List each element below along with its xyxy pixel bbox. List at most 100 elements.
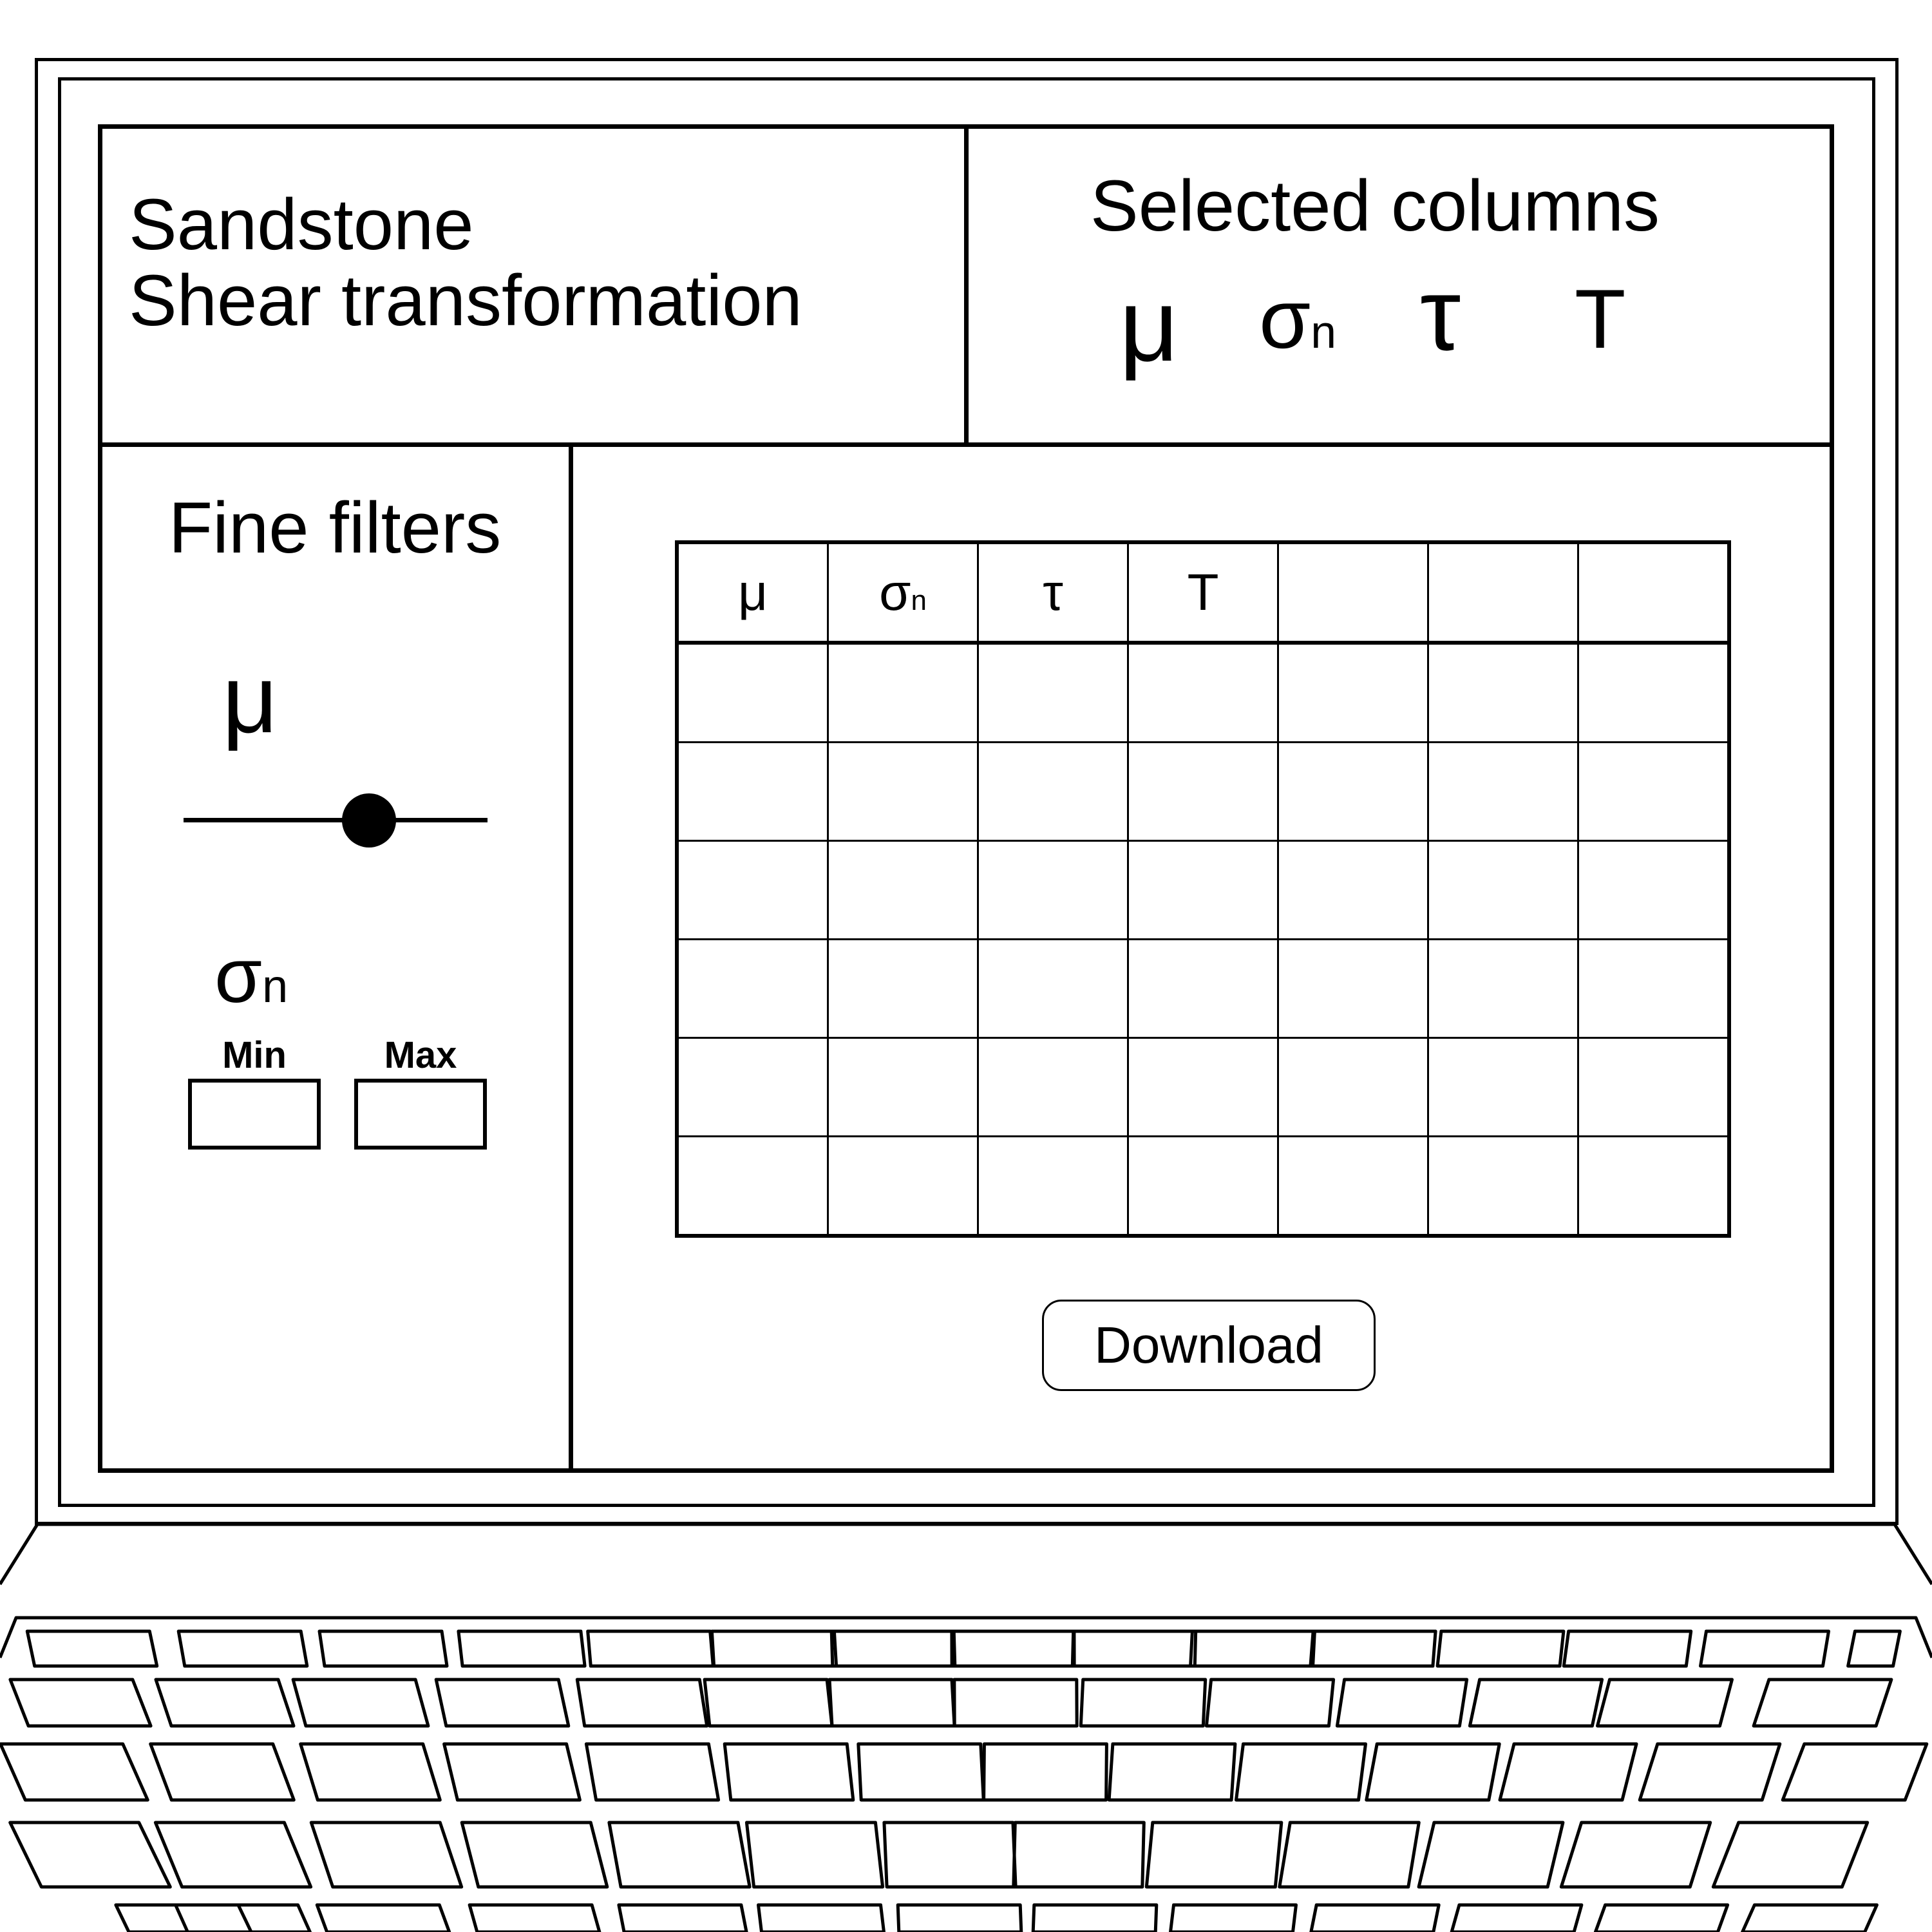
table-cell[interactable]	[676, 938, 829, 1039]
table-cell[interactable]	[1577, 1135, 1730, 1237]
table-cell[interactable]	[676, 1135, 829, 1237]
table-cell[interactable]	[1427, 1037, 1579, 1137]
selected-column-T[interactable]: T	[1575, 272, 1626, 366]
table-cell[interactable]	[1127, 741, 1279, 842]
sigma-min-label: Min	[222, 1034, 287, 1076]
selected-columns-title: Selected columns	[1090, 166, 1660, 246]
keyboard-key	[299, 1742, 442, 1802]
keyboard-key	[442, 1742, 582, 1802]
table-cell[interactable]	[977, 641, 1129, 743]
keyboard-key	[1468, 1678, 1604, 1728]
keyboard-key	[114, 1903, 253, 1932]
table-cell[interactable]	[1127, 1135, 1279, 1237]
mu-slider-thumb[interactable]	[341, 793, 396, 848]
table-cell[interactable]	[676, 641, 829, 743]
keyboard-key	[149, 1742, 296, 1802]
column-header-mu[interactable]: μ	[676, 541, 829, 645]
keyboard-key	[1711, 1821, 1870, 1889]
mu-filter-label: μ	[222, 645, 278, 753]
table-cell[interactable]	[977, 1037, 1129, 1137]
keyboard-key	[0, 1742, 149, 1802]
table-row	[676, 840, 1730, 940]
table-cell[interactable]	[827, 1037, 979, 1137]
keyboard-key	[1278, 1821, 1421, 1889]
table-cell[interactable]	[977, 938, 1129, 1039]
filters-title: Fine filters	[168, 488, 502, 568]
column-header-empty[interactable]	[1277, 541, 1429, 645]
table-row	[676, 641, 1730, 743]
column-header-sigma-n[interactable]: σn	[827, 541, 979, 645]
sigma-max-label: Max	[384, 1034, 457, 1076]
table-cell[interactable]	[1577, 641, 1730, 743]
table-cell[interactable]	[977, 741, 1129, 842]
table-row	[676, 741, 1730, 842]
selected-column-sigma-n[interactable]: σn	[1259, 272, 1336, 366]
keyboard-key	[1498, 1742, 1638, 1802]
keyboard-key	[1699, 1629, 1830, 1668]
keyboard-key	[1079, 1678, 1208, 1728]
laptop-base-edge	[0, 1522, 1932, 1586]
keyboard-key	[607, 1821, 752, 1889]
table-cell[interactable]	[1577, 938, 1730, 1039]
keyboard-key	[882, 1821, 1018, 1889]
selected-column-tau[interactable]: τ	[1420, 256, 1461, 372]
keyboard-key	[982, 1742, 1108, 1802]
table-cell[interactable]	[1277, 1135, 1429, 1237]
sigma-min-input[interactable]	[188, 1079, 321, 1150]
table-cell[interactable]	[1127, 1037, 1279, 1137]
table-cell[interactable]	[1427, 641, 1579, 743]
keyboard-key	[952, 1678, 1079, 1728]
keyboard-key	[174, 1903, 312, 1932]
table-cell[interactable]	[827, 938, 979, 1039]
table-cell[interactable]	[1277, 641, 1429, 743]
table-cell[interactable]	[977, 840, 1129, 940]
table-cell[interactable]	[1427, 741, 1579, 842]
table-cell[interactable]	[1577, 741, 1730, 842]
table-cell[interactable]	[1577, 1037, 1730, 1137]
table-cell[interactable]	[1277, 1037, 1429, 1137]
table-cell[interactable]	[827, 641, 979, 743]
keyboard-key	[1012, 1821, 1146, 1889]
table-cell[interactable]	[1427, 840, 1579, 940]
header-bottom-divider	[98, 442, 1834, 447]
keyboard-key	[8, 1821, 172, 1889]
table-cell[interactable]	[1127, 938, 1279, 1039]
keyboard-key	[828, 1678, 956, 1728]
table-cell[interactable]	[676, 741, 829, 842]
keyboard-key	[1417, 1821, 1565, 1889]
table-cell[interactable]	[1277, 741, 1429, 842]
table-cell[interactable]	[977, 1135, 1129, 1237]
keyboard-key	[1562, 1629, 1693, 1668]
table-cell[interactable]	[676, 840, 829, 940]
keyboard-key	[457, 1629, 587, 1668]
table-cell[interactable]	[1427, 1135, 1579, 1237]
sigma-filter-label: σn	[214, 933, 289, 1019]
keyboard-key	[757, 1903, 886, 1932]
keyboard-key	[586, 1629, 715, 1668]
keyboard-key	[584, 1742, 721, 1802]
table-cell[interactable]	[1127, 641, 1279, 743]
selected-column-mu[interactable]: μ	[1119, 267, 1179, 383]
table-cell[interactable]	[1427, 938, 1579, 1039]
table-cell[interactable]	[1127, 840, 1279, 940]
table-cell[interactable]	[1577, 840, 1730, 940]
column-header-tau[interactable]: τ	[977, 541, 1129, 645]
table-cell[interactable]	[827, 1135, 979, 1237]
table-cell[interactable]	[676, 1037, 829, 1137]
table-cell[interactable]	[827, 840, 979, 940]
keyboard-key	[153, 1821, 313, 1889]
column-header-empty[interactable]	[1577, 541, 1730, 645]
column-header-empty[interactable]	[1427, 541, 1579, 645]
keyboard-key	[1365, 1742, 1501, 1802]
column-header-T[interactable]: T	[1127, 541, 1279, 645]
page-title: Sandstone Shear transformation	[129, 187, 802, 339]
table-cell[interactable]	[1277, 840, 1429, 940]
keyboard-key	[1559, 1821, 1712, 1889]
keyboard-key	[1169, 1903, 1298, 1932]
table-cell[interactable]	[1277, 938, 1429, 1039]
mu-slider-track[interactable]	[184, 818, 488, 822]
table-cell[interactable]	[827, 741, 979, 842]
table-row	[676, 938, 1730, 1039]
sigma-max-input[interactable]	[354, 1079, 487, 1150]
download-button[interactable]: Download	[1042, 1300, 1376, 1391]
